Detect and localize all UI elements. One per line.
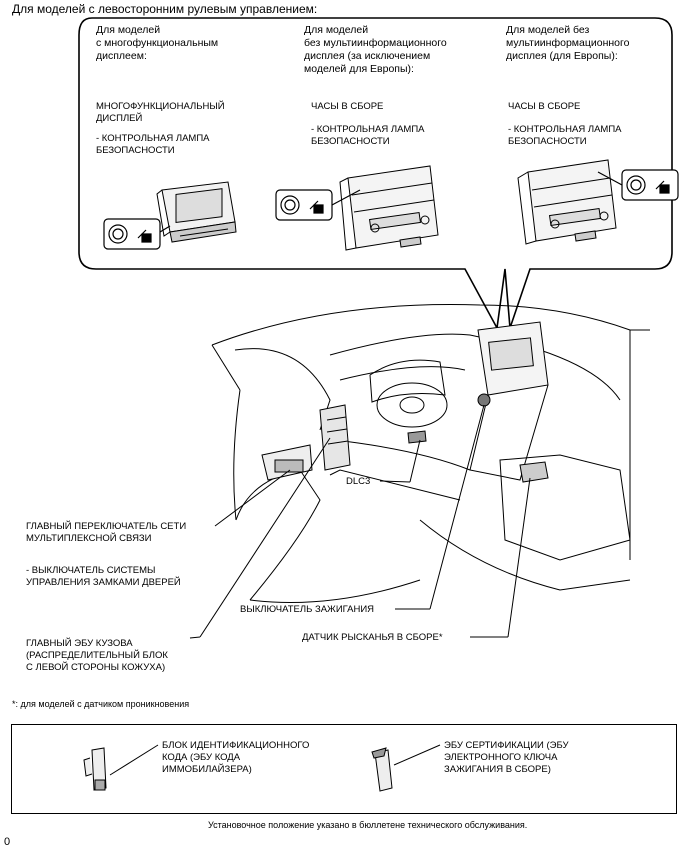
certification-ecu-label: ЭБУ СЕРТИФИКАЦИИ (ЭБУ ЭЛЕКТРОННОГО КЛЮЧА… [444, 740, 569, 775]
col3-lamp: - КОНТРОЛЬНАЯ ЛАМПА БЕЗОПАСНОСТИ [508, 124, 622, 147]
vehicle-interior-drawing [211, 304, 650, 603]
multifunction-display-unit [156, 181, 237, 243]
id-code-box-drawing [83, 744, 159, 791]
dlc3-label: DLC3 [346, 476, 371, 487]
col1-lamp: - КОНТРОЛЬНАЯ ЛАМПА БЕЗОПАСНОСТИ [96, 133, 210, 156]
col2-lamp: - КОНТРОЛЬНАЯ ЛАМПА БЕЗОПАСНОСТИ [311, 124, 425, 147]
diagram-title: Для моделей с левосторонним рулевым упра… [12, 2, 318, 16]
col2-part: ЧАСЫ В СБОРЕ [311, 101, 384, 112]
security-lamp-icon-1 [103, 218, 171, 250]
col3-heading: Для моделей без мультиинформационного ди… [506, 24, 630, 62]
col3-part: ЧАСЫ В СБОРЕ [508, 101, 581, 112]
security-lamp-icon-2 [275, 189, 361, 221]
door-lock-switch-label: - ВЫКЛЮЧАТЕЛЬ СИСТЕМЫ УПРАВЛЕНИЯ ЗАМКАМИ… [26, 565, 181, 588]
footnote: *: для моделей с датчиком проникновения [12, 699, 190, 709]
col2-heading: Для моделей без мультиинформационного ди… [304, 24, 447, 75]
installation-note: Установочное положение указано в бюллете… [208, 820, 528, 830]
multiplex-switch-label: ГЛАВНЫЙ ПЕРЕКЛЮЧАТЕЛЬ СЕТИ МУЛЬТИПЛЕКСНО… [26, 521, 187, 544]
col1-part: МНОГОФУНКЦИОНАЛЬНЫЙ ДИСПЛЕЙ [96, 101, 225, 124]
corner-mark: 0 [4, 836, 11, 848]
id-code-box-label: БЛОК ИДЕНТИФИКАЦИОННОГО КОДА (ЭБУ КОДА И… [162, 740, 310, 775]
callout-bubble [78, 17, 673, 331]
ignition-switch-label: ВЫКЛЮЧАТЕЛЬ ЗАЖИГАНИЯ [240, 604, 375, 615]
clock-assembly-unit-2 [517, 159, 617, 245]
yaw-sensor-label: ДАТЧИК РЫСКАНЬЯ В СБОРЕ* [302, 632, 443, 643]
security-lamp-icon-3 [597, 169, 679, 201]
certification-ecu-drawing [371, 744, 441, 792]
bottom-parts-box [11, 724, 677, 814]
body-ecu-label: ГЛАВНЫЙ ЭБУ КУЗОВА (РАСПРЕДЕЛИТЕЛЬНЫЙ БЛ… [26, 638, 168, 673]
leader-lines [189, 404, 531, 639]
clock-assembly-unit-1 [339, 165, 439, 251]
col1-heading: Для моделей с многофункциональным диспле… [96, 24, 219, 62]
